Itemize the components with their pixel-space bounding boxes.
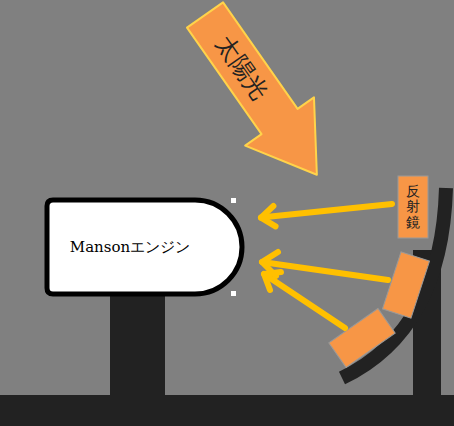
engine-pedestal: [110, 292, 165, 397]
arrow-shape: [171, 0, 352, 199]
mirror-segment: [329, 309, 395, 368]
node-label: Mansonエンジン: [70, 238, 190, 257]
reflected-ray: [261, 204, 392, 227]
mirror-segment: [382, 252, 429, 318]
ground-bar: [0, 395, 454, 426]
mirror-box: 反射鏡: [398, 176, 428, 238]
arrow-head: [261, 206, 276, 226]
reflected-rays: [262, 252, 388, 328]
sunlight-arrow: 太陽光: [190, 0, 340, 190]
ray-line: [261, 204, 392, 218]
seam-mark: [231, 291, 236, 296]
seam-mark: [231, 198, 236, 203]
engine-box: Mansonエンジン: [45, 198, 245, 296]
node-label: 反射鏡: [406, 184, 420, 230]
